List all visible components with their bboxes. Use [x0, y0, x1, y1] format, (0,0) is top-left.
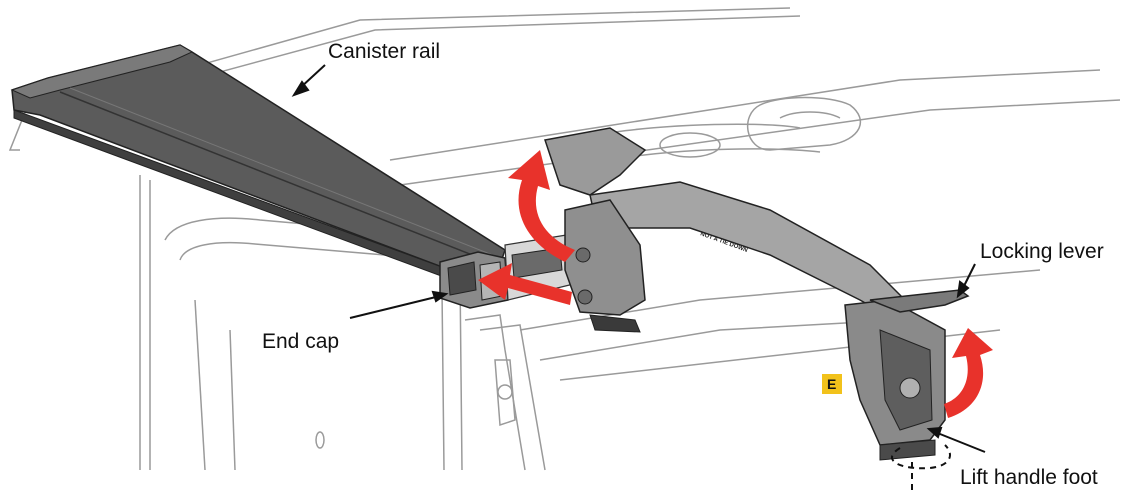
callout-leaders — [291, 64, 986, 453]
lift-handle: NOT A TIE DOWN — [544, 127, 946, 461]
canister-rail — [10, 44, 506, 281]
step-marker: E — [822, 374, 842, 394]
rotate-up-arrow-icon — [508, 150, 575, 262]
locking-lever — [869, 289, 970, 313]
foot-highlight — [891, 444, 951, 491]
insert-arrow-icon — [478, 263, 572, 305]
step-marker-box — [822, 374, 842, 394]
callout-locking-lever: Locking lever — [980, 240, 1104, 263]
callout-lift-handle-foot: Lift handle foot — [960, 466, 1098, 489]
motion-arrows — [478, 150, 993, 418]
callout-canister-rail: Canister rail — [328, 40, 440, 63]
lever-rotate-arrow-icon — [944, 328, 993, 418]
callout-end-cap: End cap — [262, 330, 339, 353]
step-marker-label: E — [827, 376, 836, 392]
